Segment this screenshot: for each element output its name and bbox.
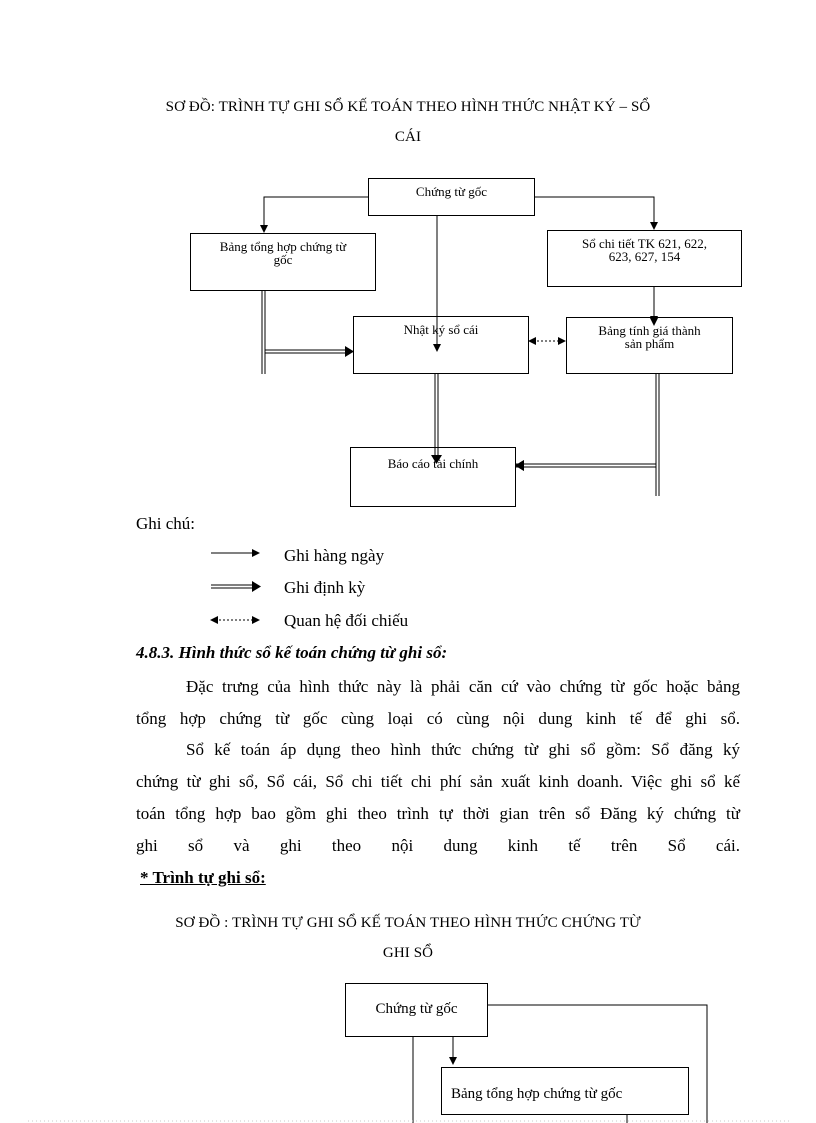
box-chung-tu-goc-label: Chứng từ gốc bbox=[415, 184, 488, 199]
diagram2-title-line2: GHI SỔ bbox=[382, 945, 434, 961]
box-bao-cao-label: Báo cáo tài chính bbox=[387, 456, 479, 471]
arrow-bang-tong-hop-to-nhat-ky bbox=[261, 280, 354, 374]
box-bang-tong-hop: Bảng tổng hợp chứng từ gốc bbox=[190, 233, 376, 291]
diagram2-title-line1: SƠ ĐỒ : TRÌNH TỰ GHI SỔ KẾ TOÁN THEO HÌN… bbox=[175, 915, 641, 931]
diagram1-title-line1: SƠ ĐỒ: TRÌNH TỰ GHI SỔ KẾ TOÁN THEO HÌNH… bbox=[165, 99, 651, 115]
box-nhat-ky-so-cai-label: Nhật ký sổ cái bbox=[403, 322, 479, 337]
box-nhat-ky-so-cai: Nhật ký sổ cái bbox=[353, 316, 529, 374]
paragraph1-line1: Đặc trưng của hình thức này là phải căn … bbox=[186, 677, 740, 696]
box-bang-tong-hop-label-1: Bảng tổng hợp chứng từ bbox=[219, 239, 347, 254]
box-bang-tinh-gia-label-1: Bảng tính giá thành bbox=[598, 323, 701, 338]
d2-line-right bbox=[488, 1004, 708, 1123]
d2-box-chung-tu-goc: Chứng từ gốc bbox=[345, 983, 488, 1037]
d2-box-chung-tu-goc-label: Chứng từ gốc bbox=[375, 1001, 458, 1017]
box-so-chi-tiet: Sổ chi tiết TK 621, 622, 623, 627, 154 bbox=[547, 230, 742, 287]
paragraph2-line1: Sổ kế toán áp dụng theo hình thức chứng … bbox=[186, 740, 740, 759]
section-subheading: * Trình tự ghi sổ: bbox=[140, 868, 266, 887]
box-chung-tu-goc: Chứng từ gốc bbox=[368, 178, 535, 216]
box-so-chi-tiet-label-1: Sổ chi tiết TK 621, 622, bbox=[581, 236, 708, 251]
paragraph2-line3: toán tổng hợp bao gồm ghi theo trình tự … bbox=[136, 804, 740, 823]
legend-periodic-label: Ghi định kỳ bbox=[284, 578, 366, 597]
paragraph2-line4: ghi sổ và ghi theo nội dung kinh tế trên… bbox=[136, 836, 740, 855]
arrow-goc-to-so-chi-tiet bbox=[535, 196, 658, 230]
box-so-chi-tiet-label-2: 623, 627, 154 bbox=[608, 249, 681, 264]
diagram1-title-line2: CÁI bbox=[394, 129, 422, 145]
box-bang-tinh-gia-thanh: Bảng tính giá thành sản phẩm bbox=[566, 317, 733, 374]
section-heading: 4.8.3. Hình thức sổ kế toán chứng từ ghi… bbox=[136, 643, 448, 662]
d2-box-bang-tong-hop: Bảng tổng hợp chứng từ gốc bbox=[441, 1067, 689, 1115]
paragraph1-line2: tổng hợp chứng từ gốc cùng loại có cùng … bbox=[136, 709, 740, 728]
box-bang-tinh-gia-label-2: sản phẩm bbox=[624, 336, 675, 351]
legend-periodic-arrow bbox=[211, 581, 261, 592]
arrow-goc-to-bang-tong-hop bbox=[260, 196, 368, 233]
box-bang-tong-hop-label-2: gốc bbox=[273, 252, 293, 267]
paragraph2-line2: chứng từ ghi sổ, Sổ cái, Sổ chi tiết chi… bbox=[136, 772, 740, 791]
box-bao-cao-tai-chinh: Báo cáo tài chính bbox=[350, 447, 516, 507]
arrow-gia-thanh-to-bao-cao bbox=[515, 366, 660, 496]
d2-box-bang-tong-hop-label: Bảng tổng hợp chứng từ gốc bbox=[451, 1086, 623, 1102]
legend-daily-label: Ghi hàng ngày bbox=[284, 546, 385, 565]
legend-heading: Ghi chú: bbox=[136, 514, 196, 533]
legend-reconcile-label: Quan hệ đối chiếu bbox=[284, 611, 409, 630]
